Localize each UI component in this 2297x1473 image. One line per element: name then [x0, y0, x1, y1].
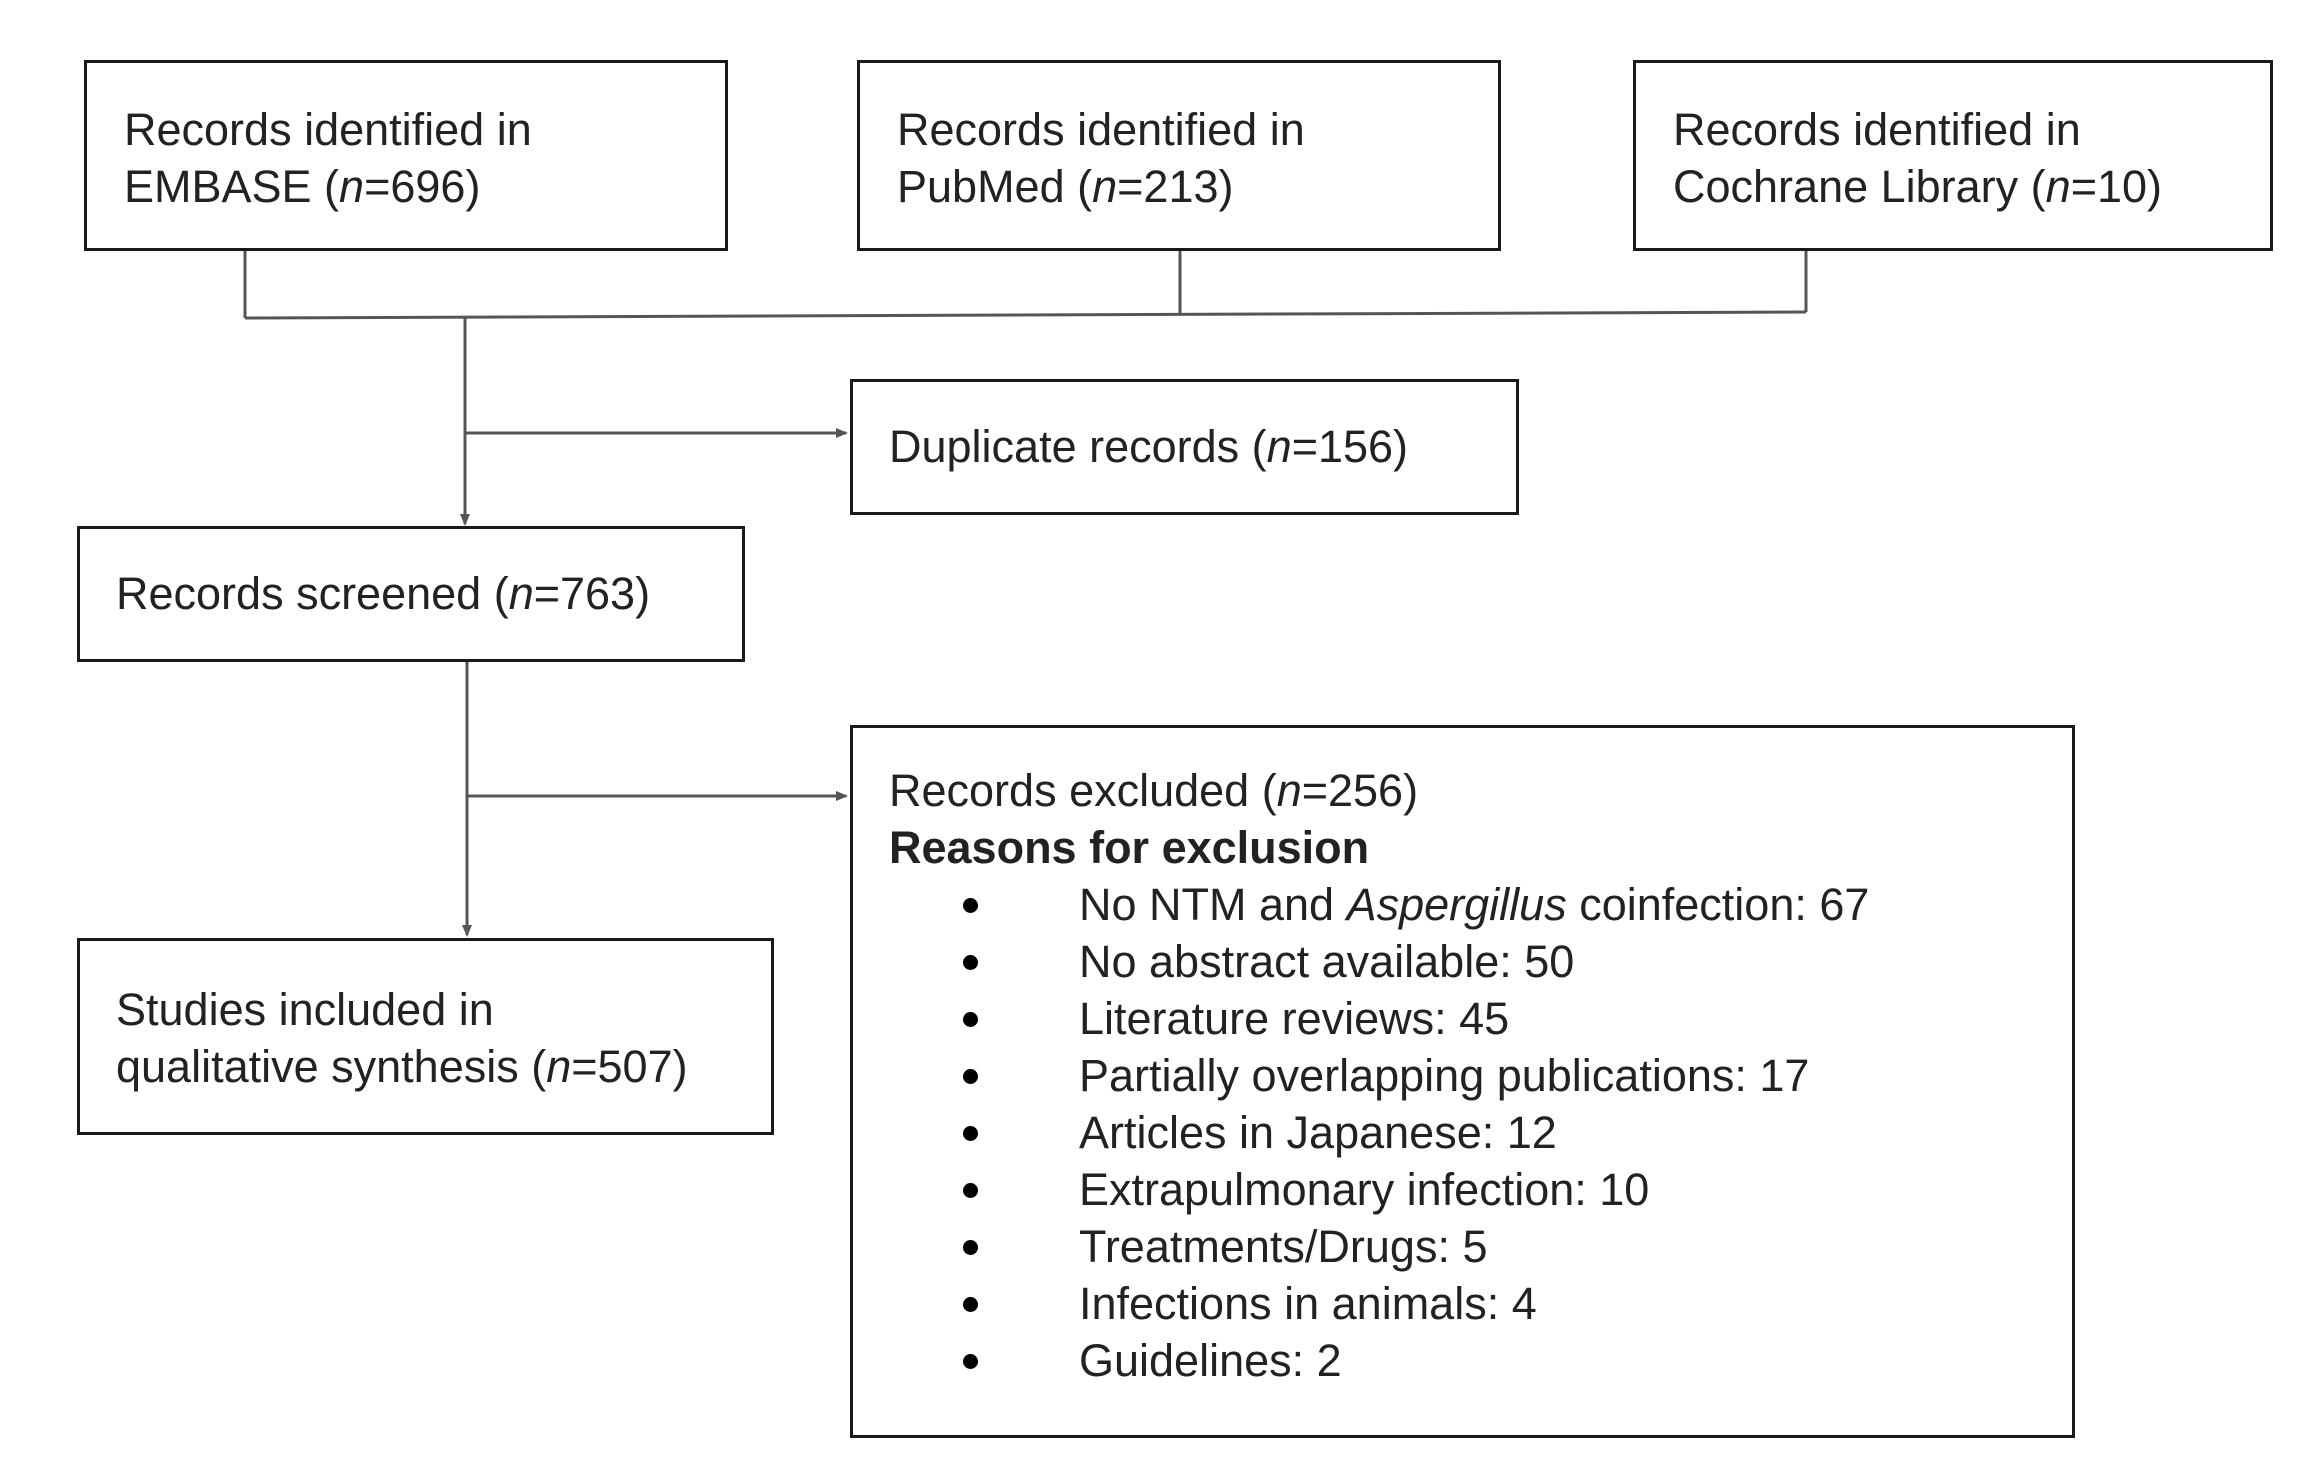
box-records-screened: Records screened (n=763)	[77, 526, 745, 662]
bullet-icon	[963, 955, 978, 970]
box-records-excluded: Records excluded (n=256) Reasons for exc…	[850, 725, 2075, 1438]
reason-text: Treatments/Drugs: 5	[1079, 1221, 1488, 1272]
box-records-cochrane: Records identified in Cochrane Library (…	[1633, 60, 2273, 251]
reason-italic-text: Aspergillus	[1346, 879, 1567, 930]
bullet-icon	[963, 898, 978, 913]
box-duplicate-records: Duplicate records (n=156)	[850, 379, 1519, 515]
reason-list-item: Treatments/Drugs: 5	[889, 1218, 2072, 1275]
reason-text: No NTM and	[1079, 879, 1347, 930]
pubmed-label-line1: Records identified in	[897, 104, 1305, 155]
cochrane-label-line1: Records identified in	[1673, 104, 2081, 155]
bullet-icon	[963, 1069, 978, 1084]
included-label-line1: Studies included in	[116, 984, 494, 1035]
reason-list-item: Infections in animals: 4	[889, 1275, 2072, 1332]
reason-text: Partially overlapping publications: 17	[1079, 1050, 1810, 1101]
bullet-icon	[963, 1012, 978, 1027]
box-records-pubmed: Records identified in PubMed (n=213)	[857, 60, 1501, 251]
box-studies-included: Studies included in qualitative synthesi…	[77, 938, 774, 1135]
pubmed-label-line2: PubMed (n=213)	[897, 161, 1234, 212]
reason-list-item: Literature reviews: 45	[889, 990, 2072, 1047]
bullet-icon	[963, 1240, 978, 1255]
cochrane-label-line2: Cochrane Library (n=10)	[1673, 161, 2163, 212]
bullet-icon	[963, 1126, 978, 1141]
box-records-embase: Records identified in EMBASE (n=696)	[84, 60, 728, 251]
duplicate-label: Duplicate records (n=156)	[889, 421, 1409, 472]
bullet-icon	[963, 1354, 978, 1369]
reason-list-item: Extrapulmonary infection: 10	[889, 1161, 2072, 1218]
reason-list-item: No NTM and Aspergillus coinfection: 67	[889, 876, 2072, 933]
reasons-heading: Reasons for exclusion	[889, 822, 1370, 873]
embase-label-line1: Records identified in	[124, 104, 532, 155]
reason-text: No abstract available: 50	[1079, 936, 1575, 987]
reason-list-item: Partially overlapping publications: 17	[889, 1047, 2072, 1104]
bullet-icon	[963, 1183, 978, 1198]
bullet-icon	[963, 1297, 978, 1312]
reason-list-item: No abstract available: 50	[889, 933, 2072, 990]
reason-text: Guidelines: 2	[1079, 1335, 1342, 1386]
excluded-label: Records excluded (n=256)	[889, 765, 1419, 816]
reason-text: Literature reviews: 45	[1079, 993, 1510, 1044]
reason-text: Articles in Japanese: 12	[1079, 1107, 1557, 1158]
connector-merge-horizontal	[244, 310, 1807, 320]
reason-text: Extrapulmonary infection: 10	[1079, 1164, 1650, 1215]
included-label-line2: qualitative synthesis (n=507)	[116, 1041, 688, 1092]
screened-label: Records screened (n=763)	[116, 568, 651, 619]
reason-list-item: Guidelines: 2	[889, 1332, 2072, 1389]
reason-text-suffix: coinfection: 67	[1566, 879, 1870, 930]
reason-text: Infections in animals: 4	[1079, 1278, 1537, 1329]
reason-list-item: Articles in Japanese: 12	[889, 1104, 2072, 1161]
embase-label-line2: EMBASE (n=696)	[124, 161, 481, 212]
